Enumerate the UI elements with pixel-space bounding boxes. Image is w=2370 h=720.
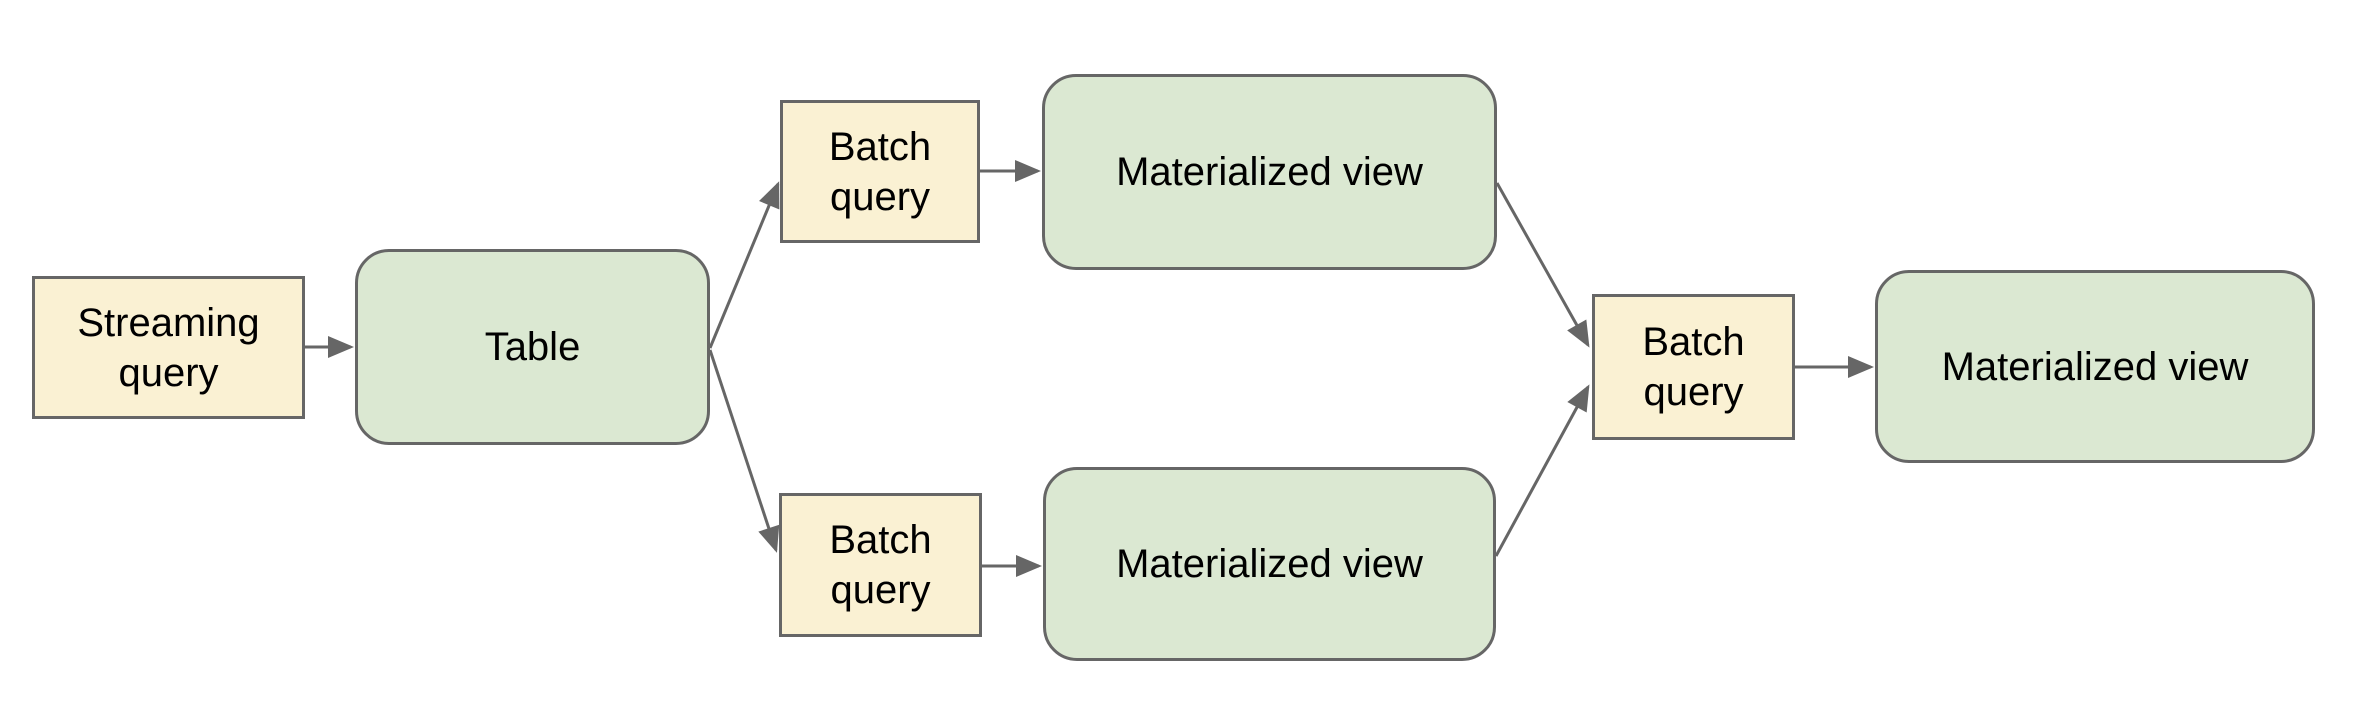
node-materialized-view-final: Materialized view — [1875, 270, 2315, 463]
edge-table-to-batch-query-bottom — [708, 349, 780, 553]
node-batch-query-right-label: Batch query — [1642, 320, 1745, 414]
node-materialized-view-top-label: Materialized view — [1116, 150, 1423, 194]
node-materialized-view-final-label: Materialized view — [1941, 344, 2249, 389]
node-streaming-query: Streaming query — [32, 276, 305, 419]
node-materialized-view-bottom: Materialized view — [1043, 467, 1496, 661]
edge-materialized-view-bottom-to-batch-query-right — [1494, 384, 1590, 557]
edge-materialized-view-top-to-batch-query-right — [1495, 182, 1590, 348]
node-materialized-view-top: Materialized view — [1042, 74, 1497, 270]
node-batch-query-bottom-label: Batch query — [829, 518, 932, 612]
node-batch-query-right: Batch query — [1592, 294, 1795, 440]
node-batch-query-bottom: Batch query — [779, 493, 982, 637]
node-streaming-query-label: Streaming query — [77, 300, 260, 395]
node-table: Table — [355, 249, 710, 445]
node-materialized-view-bottom-label: Materialized view — [1116, 542, 1423, 586]
node-batch-query-top-label: Batch query — [828, 124, 932, 219]
edge-table-to-batch-query-top — [708, 181, 780, 349]
node-batch-query-top: Batch query — [780, 100, 980, 243]
node-table-label: Table — [484, 325, 581, 369]
